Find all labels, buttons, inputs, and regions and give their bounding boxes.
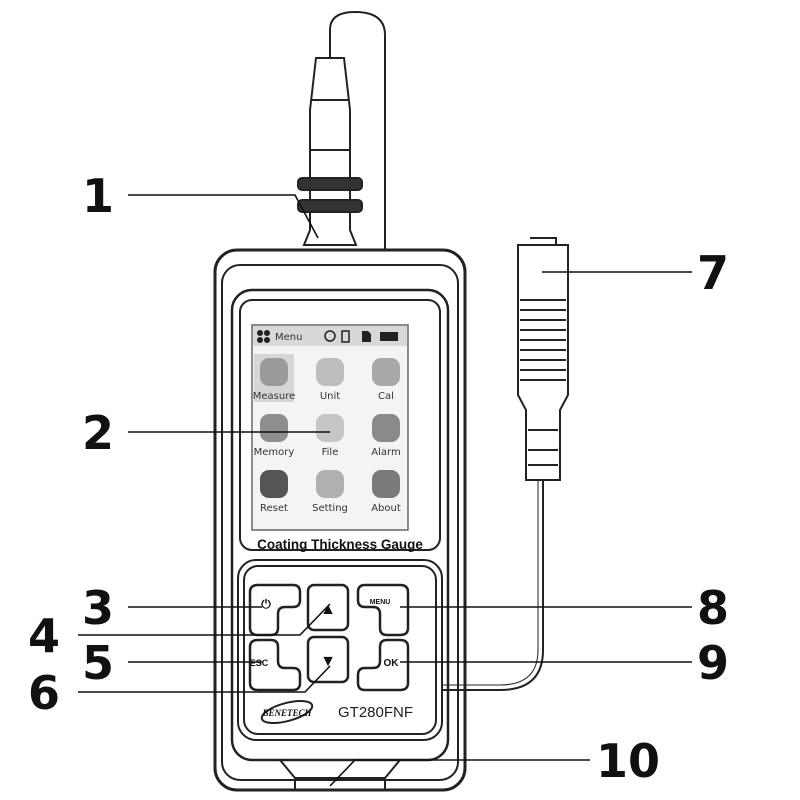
menu-grid-icon: [257, 330, 270, 343]
file-icon: [362, 331, 371, 342]
probe-icon: [341, 330, 350, 343]
memory-icon: [260, 414, 288, 442]
power-button[interactable]: [248, 583, 302, 637]
alarm-icon: [372, 414, 400, 442]
up-button[interactable]: [306, 583, 350, 632]
ok-button-label: OK: [384, 658, 400, 669]
reset-icon: [260, 470, 288, 498]
esc-button-label: ESC: [250, 658, 269, 668]
screen-status-bar: Menu: [257, 330, 398, 343]
menu-item-alarm[interactable]: Alarm: [371, 414, 401, 458]
callout-3: 3: [82, 581, 114, 635]
menu-item-label: Reset: [260, 503, 288, 514]
menu-item-reset[interactable]: Reset: [260, 470, 288, 514]
menu-item-measure[interactable]: Measure: [253, 354, 296, 402]
menu-button[interactable]: [356, 583, 410, 637]
callout-9: 9: [697, 636, 729, 690]
callout-lines: [78, 194, 692, 787]
callout-5: 5: [82, 636, 114, 690]
battery-icon: [380, 332, 398, 341]
external-probe-cable: [442, 480, 544, 691]
callout-4: 4: [28, 609, 60, 663]
menu-item-label: Alarm: [371, 447, 400, 458]
esc-button[interactable]: [248, 638, 302, 692]
menu-item-label: Measure: [253, 391, 296, 402]
menu-item-label: About: [371, 503, 401, 514]
setting-icon: [316, 470, 344, 498]
menu-button-label: MENU: [370, 599, 391, 606]
menu-item-label: File: [322, 447, 339, 458]
screen-title: Menu: [275, 332, 302, 343]
timer-icon: [324, 330, 336, 342]
callout-2: 2: [82, 406, 114, 460]
callout-7: 7: [697, 246, 729, 300]
external-probe: [517, 244, 569, 481]
menu-item-label: Cal: [378, 391, 394, 402]
unit-icon: [316, 358, 344, 386]
up-arrow-icon: ▲: [320, 601, 336, 618]
down-button[interactable]: [306, 635, 350, 684]
menu-item-label: Memory: [254, 447, 295, 458]
menu-item-label: Unit: [320, 391, 340, 402]
callout-10: 10: [596, 734, 660, 788]
callout-1: 1: [82, 169, 114, 223]
down-arrow-icon: ▼: [320, 653, 336, 670]
main-probe: [302, 57, 358, 246]
menu-item-about[interactable]: About: [371, 470, 401, 514]
device-label: Coating Thickness Gauge: [257, 537, 423, 552]
ok-button[interactable]: [356, 638, 410, 692]
file-icon: [316, 414, 344, 442]
menu-item-cal[interactable]: Cal: [372, 358, 400, 402]
model-number: GT280FNF: [338, 704, 413, 721]
brand-logo: [260, 700, 314, 724]
menu-item-file[interactable]: File: [316, 414, 344, 458]
probe-cable: [329, 10, 386, 250]
measure-icon: [260, 358, 288, 386]
callout-6: 6: [28, 666, 60, 720]
about-icon: [372, 470, 400, 498]
power-icon: ⏻: [261, 597, 271, 611]
menu-item-unit[interactable]: Unit: [316, 358, 344, 402]
brand-name: BENETECH: [261, 708, 312, 718]
menu-item-memory[interactable]: Memory: [254, 414, 295, 458]
menu-item-setting[interactable]: Setting: [312, 470, 348, 514]
callout-8: 8: [697, 581, 729, 635]
menu-item-label: Setting: [312, 503, 348, 514]
cal-icon: [372, 358, 400, 386]
